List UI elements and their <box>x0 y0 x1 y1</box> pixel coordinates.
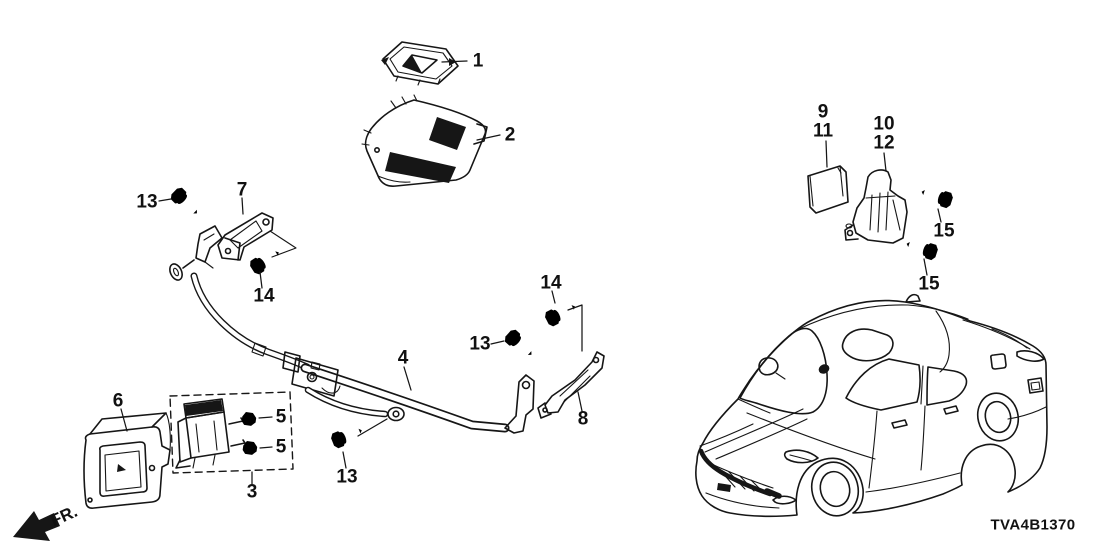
callout-15-lower[interactable]: 15 <box>918 274 940 295</box>
radar-unit-part <box>169 391 294 474</box>
callout-12[interactable]: 12 <box>873 133 894 154</box>
nut-5-upper <box>241 411 257 427</box>
callout-5-lower[interactable]: 5 <box>276 437 287 458</box>
callout-labels: 1 2 13 7 14 4 14 13 8 6 5 5 3 13 9 11 10… <box>113 51 955 503</box>
fr-label: FR. <box>48 502 81 530</box>
callout-2[interactable]: 2 <box>505 125 516 146</box>
callout-13-lower[interactable]: 13 <box>336 467 357 488</box>
right-bracket-part <box>537 351 605 419</box>
callout-13-upper[interactable]: 13 <box>136 192 157 213</box>
callout-4[interactable]: 4 <box>398 348 409 369</box>
callout-14-left[interactable]: 14 <box>253 286 275 307</box>
diagram-code: TVA4B1370 <box>990 517 1075 534</box>
sensor-module-part <box>807 165 849 214</box>
camera-cover-part <box>361 94 488 187</box>
callout-7[interactable]: 7 <box>237 180 248 201</box>
callout-9[interactable]: 9 <box>818 102 829 123</box>
bolt-15-upper <box>919 184 955 210</box>
front-camera-part <box>381 41 459 86</box>
callout-8[interactable]: 8 <box>578 409 589 430</box>
bolt-13-upper <box>168 185 203 220</box>
bolt-13-lower <box>329 422 365 450</box>
bolt-13-middle <box>502 327 537 361</box>
callout-3[interactable]: 3 <box>247 482 258 503</box>
callout-5-upper[interactable]: 5 <box>276 407 287 428</box>
callout-15-upper[interactable]: 15 <box>933 221 955 242</box>
screw-14-right <box>543 299 579 328</box>
fr-direction-arrow <box>13 511 60 541</box>
callout-1[interactable]: 1 <box>473 51 484 72</box>
callout-10[interactable]: 10 <box>873 114 894 135</box>
car-illustration <box>695 293 1048 518</box>
leader-lines <box>120 60 942 485</box>
callout-11[interactable]: 11 <box>813 121 834 142</box>
callout-14-right[interactable]: 14 <box>540 273 562 294</box>
screw-14-left <box>247 245 284 277</box>
fasteners <box>168 184 955 456</box>
callout-13-middle[interactable]: 13 <box>469 334 490 355</box>
sensor-bracket-part <box>844 169 908 244</box>
callout-6[interactable]: 6 <box>113 391 124 412</box>
left-bracket-part <box>217 212 297 261</box>
radar-cover-part <box>83 412 171 509</box>
beam-assembly-part <box>169 225 535 434</box>
